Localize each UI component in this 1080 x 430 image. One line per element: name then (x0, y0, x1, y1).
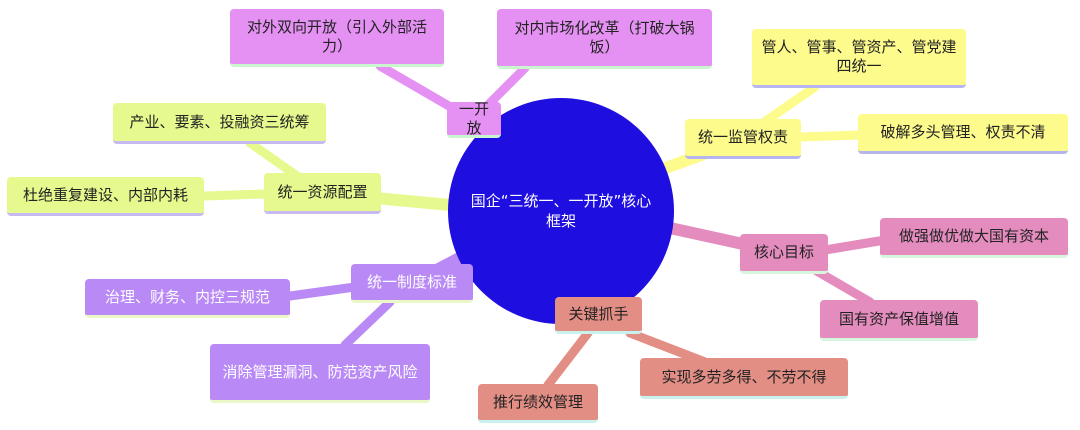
link-supervision-child-2 (795, 130, 865, 142)
link-levers-child-2 (625, 328, 710, 367)
branch-supervision[interactable]: 统一监管权责 (685, 119, 801, 159)
node-open-internal[interactable]: 对内市场化改革（打破大锅饭） (497, 9, 712, 69)
node-supervision-four[interactable]: 管人、管事、管资产、管党建四统一 (752, 29, 966, 88)
branch-levers[interactable]: 关键抓手 (555, 297, 642, 334)
central-topic-label: 国企“三统一、一开放”核心框架 (470, 192, 652, 230)
node-standards-risk[interactable]: 消除管理漏洞、防范资产风险 (210, 344, 430, 403)
link-standards-child-1 (285, 282, 360, 301)
link-resources-child-2 (199, 189, 269, 201)
branch-standards[interactable]: 统一制度标准 (351, 264, 473, 303)
node-resources-duplication[interactable]: 杜绝重复建设、内部内耗 (7, 177, 204, 216)
node-goals-preserve[interactable]: 国有资产保值增值 (820, 300, 978, 341)
branch-resources[interactable]: 统一资源配置 (264, 173, 381, 214)
link-standards-child-2 (340, 297, 395, 350)
node-goals-strengthen[interactable]: 做强做优做大国有资本 (880, 218, 1068, 258)
node-supervision-clarity[interactable]: 破解多头管理、权责不清 (858, 114, 1068, 154)
branch-open[interactable]: 一开放 (447, 100, 501, 138)
link-goals-child-1 (820, 235, 890, 255)
link-goals-child-2 (810, 265, 875, 307)
node-open-external[interactable]: 对外双向开放（引入外部活力） (230, 9, 444, 67)
node-levers-performance[interactable]: 推行绩效管理 (478, 384, 598, 423)
link-supervision-child-1 (755, 82, 820, 130)
link-resources-child-1 (245, 138, 305, 183)
node-standards-regulation[interactable]: 治理、财务、内控三规范 (85, 279, 290, 318)
node-resources-coordination[interactable]: 产业、要素、投融资三统筹 (113, 103, 326, 144)
branch-goals[interactable]: 核心目标 (740, 234, 828, 274)
link-levers-child-1 (543, 328, 593, 390)
node-levers-reward[interactable]: 实现多劳多得、不劳不得 (640, 358, 848, 399)
